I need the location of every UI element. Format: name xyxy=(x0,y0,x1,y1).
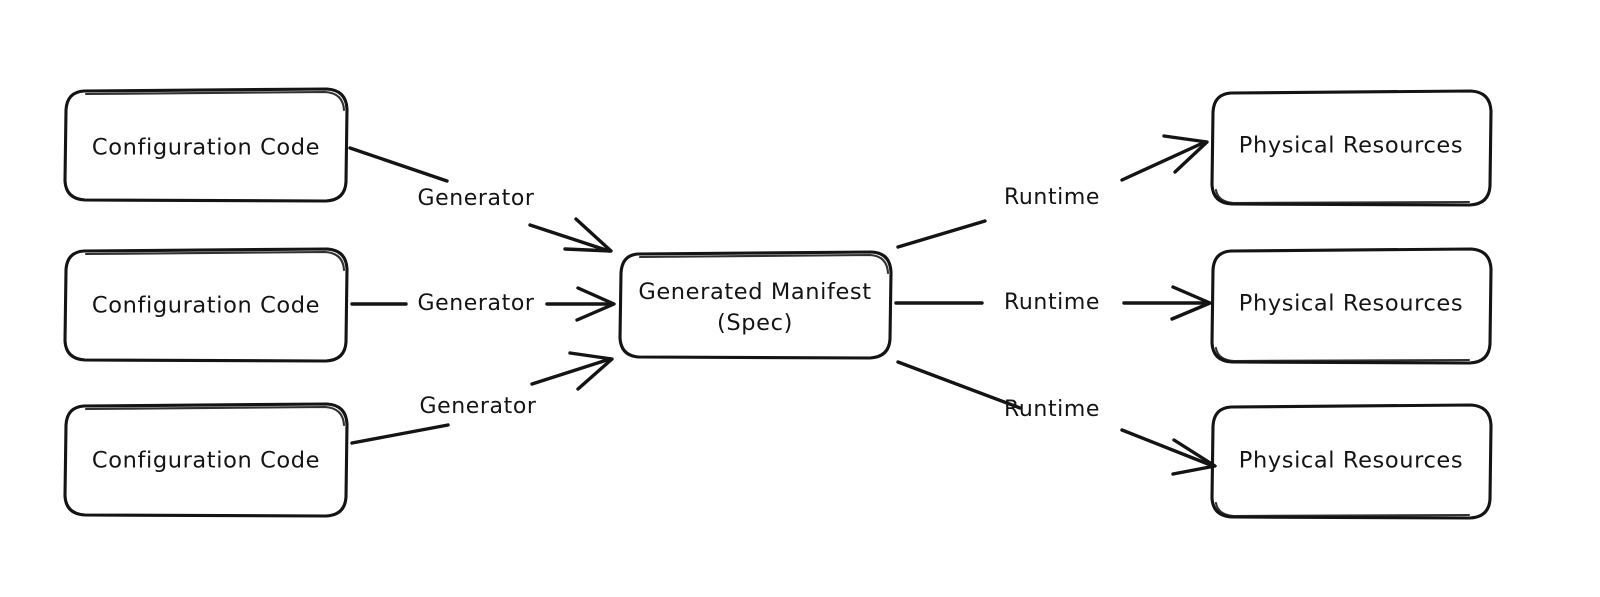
node-generated-manifest-label-line1: Generated Manifest xyxy=(638,279,871,305)
edge-runtime-3: Runtime xyxy=(896,360,1217,476)
node-config-code-3-shape xyxy=(63,402,349,518)
node-config-code-3-label: Configuration Code xyxy=(92,448,320,474)
edge-generator-1-label: Generator xyxy=(417,186,534,211)
node-generated-manifest-shape xyxy=(618,250,893,360)
edge-runtime-2: Runtime xyxy=(894,285,1212,321)
edge-generator-2-label: Generator xyxy=(417,291,534,316)
node-config-code-2-shape xyxy=(63,247,349,363)
node-physical-resources-1[interactable]: Physical Resources xyxy=(1210,89,1493,207)
edge-generator-2: Generator xyxy=(350,286,616,322)
edge-generator-3-segment-a xyxy=(350,423,450,445)
node-config-code-3[interactable]: Configuration Code xyxy=(63,402,349,518)
node-physical-resources-2-shape xyxy=(1210,247,1493,365)
node-generated-manifest[interactable]: Generated Manifest (Spec) xyxy=(618,250,893,360)
node-physical-resources-2[interactable]: Physical Resources xyxy=(1210,247,1493,365)
edge-generator-3-arrowhead xyxy=(568,351,614,391)
node-physical-resources-3[interactable]: Physical Resources xyxy=(1210,403,1493,520)
node-physical-resources-1-label: Physical Resources xyxy=(1239,133,1463,159)
edge-runtime-1-segment-b xyxy=(1120,140,1207,182)
node-config-code-1-shape xyxy=(63,87,349,203)
edge-runtime-1-label: Runtime xyxy=(1004,185,1100,210)
edge-runtime-3-segment-a xyxy=(896,360,1022,410)
edge-generator-3: Generator xyxy=(350,351,614,445)
edge-generator-3-segment-b xyxy=(530,357,612,386)
node-config-code-1-sketch xyxy=(84,90,346,112)
edge-generator-1: Generator xyxy=(348,146,613,253)
node-generated-manifest-label-line2: (Spec) xyxy=(717,310,793,336)
edge-runtime-1-arrowhead xyxy=(1162,134,1209,174)
node-config-code-1-label: Configuration Code xyxy=(92,135,320,161)
node-config-code-2-sketch xyxy=(84,250,346,272)
node-physical-resources-1-shape xyxy=(1210,89,1493,207)
edge-runtime-2-arrowhead xyxy=(1170,285,1212,321)
node-config-code-2-label: Configuration Code xyxy=(92,293,320,319)
edge-generator-3-label: Generator xyxy=(419,394,536,419)
edge-generator-2-arrowhead xyxy=(575,286,616,322)
node-physical-resources-3-label: Physical Resources xyxy=(1239,448,1463,474)
edge-runtime-2-label: Runtime xyxy=(1004,290,1100,315)
edge-generator-1-segment-a xyxy=(348,146,449,183)
edge-runtime-3-segment-b xyxy=(1120,428,1215,468)
node-physical-resources-2-sketch xyxy=(1214,346,1471,363)
node-config-code-3-sketch xyxy=(84,405,346,427)
node-physical-resources-1-sketch xyxy=(1214,188,1471,205)
node-physical-resources-3-sketch xyxy=(1214,501,1471,518)
edge-runtime-1: Runtime xyxy=(896,134,1209,249)
node-physical-resources-2-label: Physical Resources xyxy=(1239,291,1463,317)
edge-runtime-3-arrowhead xyxy=(1171,438,1217,476)
node-physical-resources-3-shape xyxy=(1210,403,1493,520)
edge-runtime-3-label: Runtime xyxy=(1004,397,1100,422)
node-config-code-1[interactable]: Configuration Code xyxy=(63,87,349,203)
node-config-code-2[interactable]: Configuration Code xyxy=(63,247,349,363)
node-generated-manifest-sketch xyxy=(638,253,890,275)
edge-runtime-1-segment-a xyxy=(896,219,987,249)
edge-generator-1-arrowhead xyxy=(563,217,613,253)
edge-generator-1-segment-b xyxy=(528,223,611,253)
